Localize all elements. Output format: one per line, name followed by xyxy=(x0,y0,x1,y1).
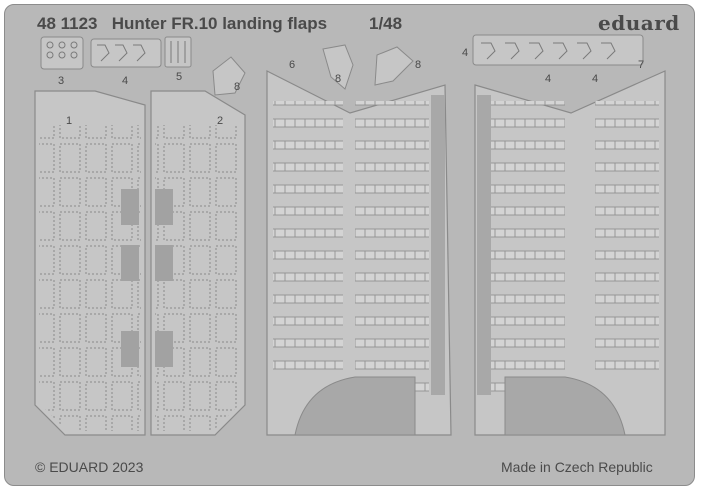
part-5-group xyxy=(164,36,192,68)
part-3-group xyxy=(40,36,84,70)
parts-drawing xyxy=(34,34,666,436)
product-code: 48 1123 xyxy=(37,14,98,33)
part-number-6: 6 xyxy=(289,59,296,71)
part-1-flap-panel xyxy=(34,90,146,436)
part-2-flap-panel xyxy=(150,90,246,436)
part-number-3: 3 xyxy=(58,75,65,87)
part-number-8c: 8 xyxy=(415,59,422,71)
part-number-4c: 4 xyxy=(545,73,552,85)
copyright-text: © EDUARD 2023 xyxy=(35,459,144,475)
sheet-header: 48 1123 Hunter FR.10 landing flaps xyxy=(37,14,327,34)
part-number-8b: 8 xyxy=(335,73,342,85)
part-number-5: 5 xyxy=(176,71,183,83)
part-8-bracket-c xyxy=(374,46,414,86)
part-number-1: 1 xyxy=(66,115,73,127)
eduard-logo: eduard xyxy=(598,11,680,35)
part-number-2: 2 xyxy=(217,115,224,127)
part-number-4b: 4 xyxy=(462,47,469,59)
part-4-group-right xyxy=(472,34,644,66)
part-number-7: 7 xyxy=(638,59,645,71)
scale-label: 1/48 xyxy=(369,14,403,33)
part-number-4a: 4 xyxy=(122,75,129,87)
part-number-8a: 8 xyxy=(234,81,241,93)
part-8-bracket-b xyxy=(322,44,354,90)
photo-etch-fret: 48 1123 Hunter FR.10 landing flaps 1/48 … xyxy=(4,4,695,486)
origin-text: Made in Czech Republic xyxy=(501,459,653,475)
part-number-4d: 4 xyxy=(592,73,599,85)
part-6-flap-assembly xyxy=(266,70,452,436)
product-title: Hunter FR.10 landing flaps xyxy=(111,14,328,33)
part-8-bracket-a xyxy=(212,56,246,96)
part-7-flap-assembly xyxy=(474,70,666,436)
part-4-group-left xyxy=(90,38,162,68)
